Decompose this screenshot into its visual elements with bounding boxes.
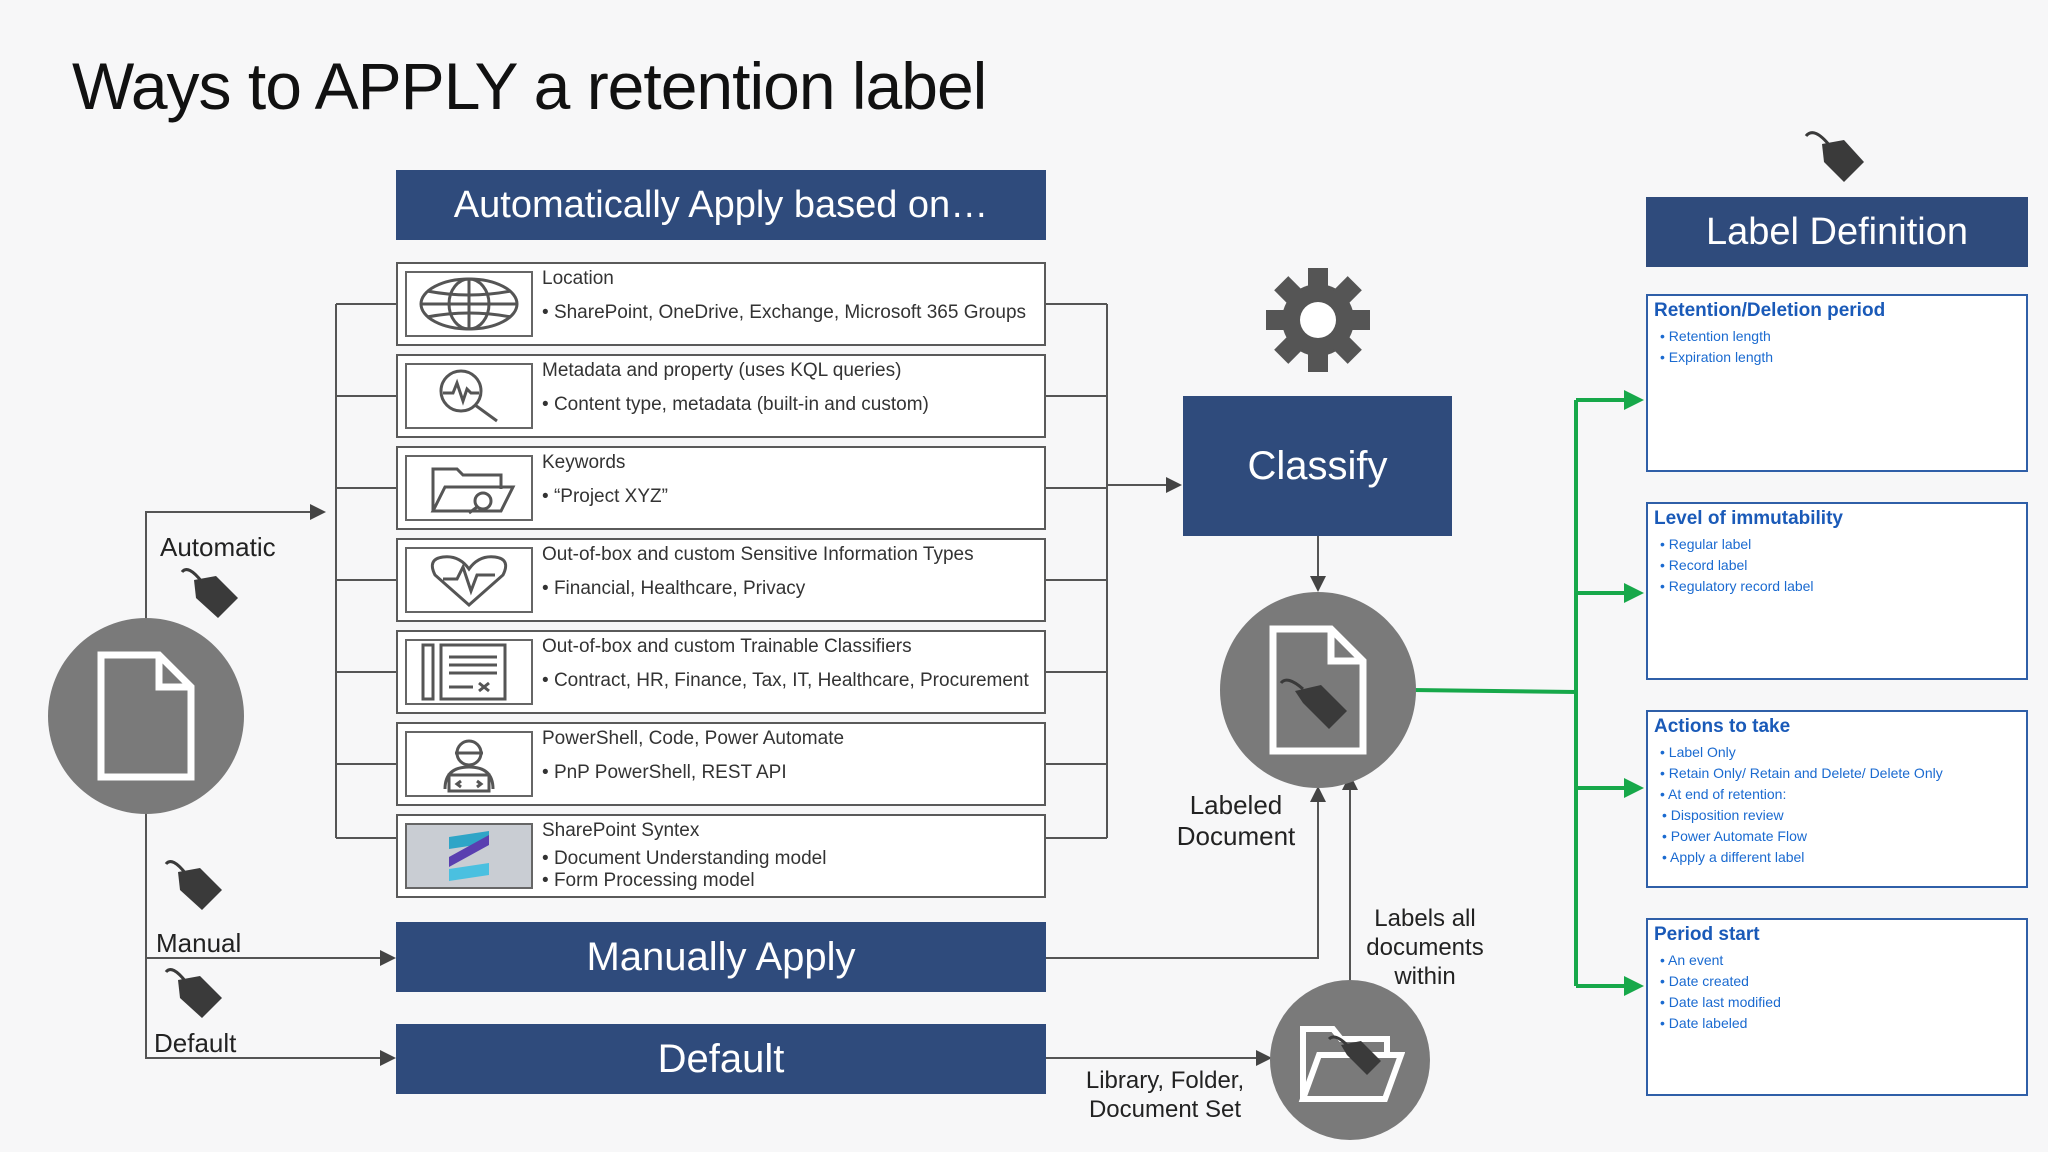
definition-item: Date last modified: [1654, 992, 2020, 1013]
definition-subitem: Disposition review: [1654, 805, 2020, 826]
default-label: Default: [154, 1028, 237, 1058]
classify-box: Classify: [1183, 396, 1452, 536]
criterion-title: Out-of-box and custom Trainable Classifi…: [542, 636, 912, 657]
auto-apply-header: Automatically Apply based on…: [396, 170, 1046, 240]
heart-pulse-icon: [405, 547, 533, 613]
criterion-bullet: PnP PowerShell, REST API: [542, 762, 787, 784]
default-tag-icon: [164, 968, 222, 1018]
definition-title: Retention/Deletion period: [1654, 300, 1886, 321]
folder-search-icon: [405, 455, 533, 521]
definition-title: Level of immutability: [1654, 508, 1843, 529]
definition-item: Regular label: [1654, 534, 2020, 555]
definition-immutability: Level of immutability Regular label Reco…: [1646, 502, 2028, 680]
definition-retention-period: Retention/Deletion period Retention leng…: [1646, 294, 2028, 472]
magnifier-icon: [405, 363, 533, 429]
label-tag-icon: [1804, 131, 1864, 182]
criterion-bullet: SharePoint, OneDrive, Exchange, Microsof…: [542, 302, 1026, 324]
definition-item: Date labeled: [1654, 1013, 2020, 1034]
labeled-folder-icon: [1298, 1026, 1405, 1102]
criterion-location: Location SharePoint, OneDrive, Exchange,…: [396, 262, 1046, 346]
source-document-circle: [48, 618, 244, 814]
definition-item: An event: [1654, 950, 2020, 971]
definition-subitem: Apply a different label: [1654, 847, 2020, 868]
definition-item: Label Only: [1654, 742, 2020, 763]
default-box: Default: [396, 1024, 1046, 1094]
automatic-label: Automatic: [160, 532, 276, 562]
definition-title: Actions to take: [1654, 716, 1791, 737]
label-definition-header: Label Definition: [1646, 197, 2028, 267]
syntex-icon: [405, 823, 533, 889]
criterion-title: Location: [542, 268, 614, 289]
criterion-bullet: Contract, HR, Finance, Tax, IT, Healthca…: [542, 670, 1029, 692]
library-folder-label: Library, Folder,Document Set: [1085, 1067, 1245, 1123]
criterion-title: Metadata and property (uses KQL queries): [542, 360, 902, 381]
document-form-icon: [405, 639, 533, 705]
manual-label: Manual: [156, 928, 242, 958]
criterion-keywords: Keywords “Project XYZ”: [396, 446, 1046, 530]
labeled-document-circle: [1220, 592, 1416, 788]
criterion-syntex: SharePoint Syntex Document Understanding…: [396, 814, 1046, 898]
criterion-bullet: Form Processing model: [542, 870, 755, 892]
definition-item: At end of retention:: [1654, 784, 2020, 805]
page-title: Ways to APPLY a retention label: [72, 49, 987, 123]
definition-item: Expiration length: [1654, 347, 2020, 368]
criterion-title: SharePoint Syntex: [542, 820, 700, 841]
developer-icon: [405, 731, 533, 797]
criterion-bullet: “Project XYZ”: [542, 486, 668, 508]
definition-item: Retention length: [1654, 326, 2020, 347]
definition-period-start: Period start An event Date created Date …: [1646, 918, 2028, 1096]
criterion-bullet: Financial, Healthcare, Privacy: [542, 578, 805, 600]
gear-icon: [1266, 268, 1370, 372]
definition-item: Record label: [1654, 555, 2020, 576]
criterion-title: PowerShell, Code, Power Automate: [542, 728, 845, 749]
criterion-bullet: Content type, metadata (built-in and cus…: [542, 394, 929, 416]
definition-item: Date created: [1654, 971, 2020, 992]
criterion-trainable-classifiers: Out-of-box and custom Trainable Classifi…: [396, 630, 1046, 714]
definition-item: Retain Only/ Retain and Delete/ Delete O…: [1654, 763, 2020, 784]
definition-subitem: Power Automate Flow: [1654, 826, 2020, 847]
automatic-tag-icon: [180, 568, 238, 618]
criterion-sensitive-info: Out-of-box and custom Sensitive Informat…: [396, 538, 1046, 622]
document-icon: [97, 651, 195, 781]
criterion-powershell: PowerShell, Code, Power Automate PnP Pow…: [396, 722, 1046, 806]
definition-item: Regulatory record label: [1654, 576, 2020, 597]
labeled-document-icon: [1269, 625, 1367, 755]
criterion-bullet: Document Understanding model: [542, 848, 827, 870]
criterion-metadata: Metadata and property (uses KQL queries)…: [396, 354, 1046, 438]
criterion-title: Out-of-box and custom Sensitive Informat…: [542, 544, 974, 565]
criterion-title: Keywords: [542, 452, 626, 473]
folder-circle: [1270, 980, 1430, 1140]
definition-actions: Actions to take Label Only Retain Only/ …: [1646, 710, 2028, 888]
definition-title: Period start: [1654, 924, 1760, 945]
manual-tag-icon: [164, 860, 222, 910]
globe-icon: [405, 271, 533, 337]
manually-apply-box: Manually Apply: [396, 922, 1046, 992]
